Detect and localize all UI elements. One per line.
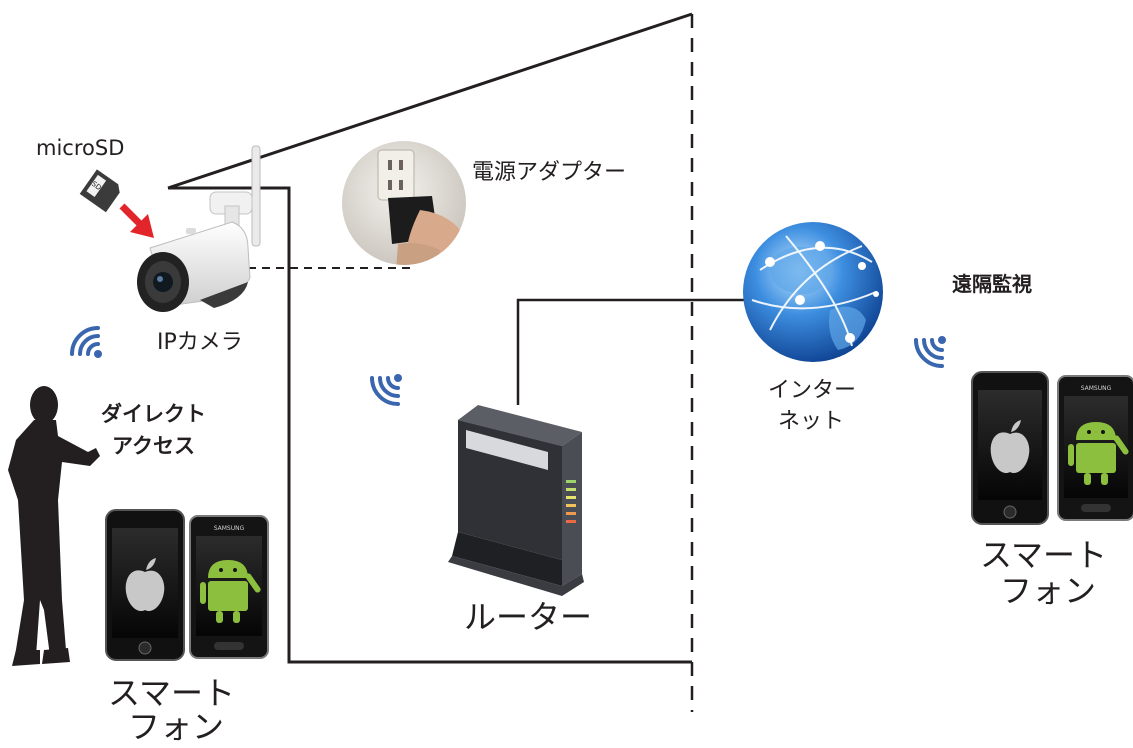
android-phone-icon: SAMSUNG [1057,375,1133,521]
microsd-label: microSD [36,136,125,160]
person-silhouette-icon [8,386,100,666]
remote-monitoring-label: 遠隔監視 [952,272,1032,296]
samsung-text: SAMSUNG [1081,385,1112,392]
direct-access-label-line2: アクセス [112,434,195,458]
microsd-card-icon: SD [79,169,120,213]
router-label: ルーター [464,598,593,636]
smartphone-left-label-line1: スマート [108,674,236,712]
router-icon [448,405,584,596]
wifi-signal-icon [70,326,102,358]
internet-label-line1: インター [768,378,857,403]
ip-camera-icon [137,145,261,312]
power-adapter-photo [342,141,466,265]
power-adapter-label: 電源アダプター [472,160,627,185]
smartphone-right-label-line1: スマート [980,536,1108,574]
red-arrow-icon [119,203,154,238]
iphone-icon [105,509,185,661]
wifi-signal-icon [370,374,402,406]
wifi-signal-icon [914,336,946,368]
android-phone-icon: SAMSUNG [189,515,269,659]
router-to-internet-cable [516,298,748,405]
smartphone-left-label-line2: フォン [128,708,225,746]
internet-label-line2: ネット [778,409,845,434]
direct-access-label-line1: ダイレクト [101,402,206,426]
iphone-icon [971,371,1049,525]
globe-icon [743,222,883,362]
smartphone-right-label-line2: フォン [1000,572,1097,610]
ip-camera-label: IPカメラ [157,330,243,355]
samsung-text: SAMSUNG [214,525,245,532]
camera-to-router-cable [168,186,692,664]
